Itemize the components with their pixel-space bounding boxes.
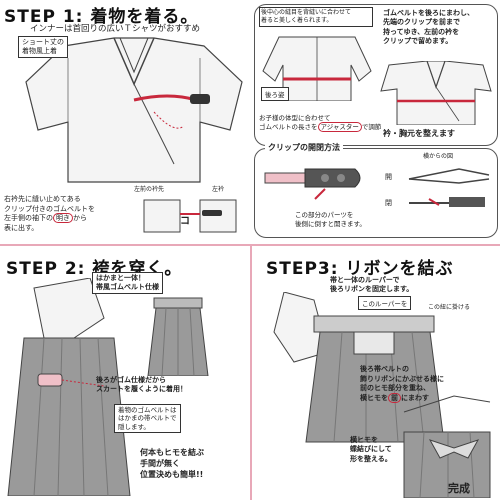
label-short-kimono: ショート丈の 着物風上着 xyxy=(18,36,68,59)
label-left-collar: 左衿 xyxy=(212,186,225,193)
mark-adjuster: アジャスター xyxy=(317,121,362,132)
step2-note-rubber: 後ろがゴム仕様だから スカートを履くように着用！ xyxy=(96,376,187,394)
mark-front: 前 xyxy=(388,392,401,403)
clip-open-label: 開 xyxy=(385,173,392,181)
clip-method-panel: クリップの開閉方法 横からの図 開 閉 この部分のパーツを 後側に倒すと開きます… xyxy=(254,142,498,238)
step1-subtitle: インナーは首回りの広いＴシャツがおすすめ xyxy=(30,24,201,34)
note-belt-around: ゴムベルトを後ろにまわし、 先端のクリップを前まで 持ってゆき、左前の衿を クリ… xyxy=(383,9,474,46)
divider-vertical xyxy=(250,246,252,500)
step1-note-left: 右衿先に縫い止めてある クリップ付きのゴムベルトを 左手側の袖下の明きから 表に… xyxy=(4,195,95,232)
step3-banner: 帯と一体のルーパーで 後ろリボンを固定します。 xyxy=(330,276,414,294)
kimono-illustration xyxy=(25,37,243,183)
label-left-back: 左前の衿先 xyxy=(134,186,165,193)
clip-close-label: 閉 xyxy=(385,199,392,207)
note-back-center: 後中心の縫目を背縫いに合わせて 着ると美しく着られます。 xyxy=(259,7,373,28)
mark-aki: 明き xyxy=(53,213,73,224)
note-adjuster: お子様の体型に合わせて ゴムベルトの長さをアジャスターで調節 xyxy=(259,113,382,132)
step3-title: STEP3: リボンを結ぶ xyxy=(266,259,454,279)
step1-title: STEP 1: 着物を着る。 xyxy=(4,7,199,27)
done-label: 完成 xyxy=(448,482,470,495)
step3-note-wrap: 後ろ帯ベルトの 飾りリボンにかぶせる様に 前のヒモ部分を重ね、 横ヒモを前にまわ… xyxy=(360,365,444,403)
clip-side-label: 横からの図 xyxy=(423,153,454,160)
step2-note-easy: 何本もヒモを結ぶ 手間が無く 位置決めも簡単!! xyxy=(140,448,204,479)
clip-illustration xyxy=(264,168,490,207)
front-view-illustration xyxy=(380,61,492,125)
label-loop-target: この紐に掛ける xyxy=(428,304,471,311)
hakama-illustration xyxy=(7,278,131,496)
step2-banner: はかまと一体！ 帯風ゴムベルト仕様 xyxy=(92,272,163,295)
label-loop: このルーパーを xyxy=(358,296,412,310)
step2-note-hide: 着物のゴムベルトは はかまの帯ベルトで 隠します。 xyxy=(114,404,181,434)
back-view-illustration xyxy=(262,36,372,101)
collar-note: 衿・胸元を整えます xyxy=(383,129,455,138)
clip-detail-illustration xyxy=(143,199,237,233)
step3-note-bow: 横ヒモを 蝶結びにして 形を整える。 xyxy=(350,436,392,463)
step1-back-panel: 後中心の縫目を背縫いに合わせて 着ると美しく着られます。 ゴムベルトを後ろにまわ… xyxy=(254,4,498,146)
back-view-label: 後ろ姿 xyxy=(261,87,289,101)
clip-note: この部分のパーツを 後側に倒すと開きます。 xyxy=(295,211,366,228)
clip-title: クリップの開閉方法 xyxy=(265,142,343,153)
ribbon-illustration xyxy=(273,292,491,498)
divider-horizontal xyxy=(0,244,500,246)
hakama-back-illustration xyxy=(147,297,209,376)
